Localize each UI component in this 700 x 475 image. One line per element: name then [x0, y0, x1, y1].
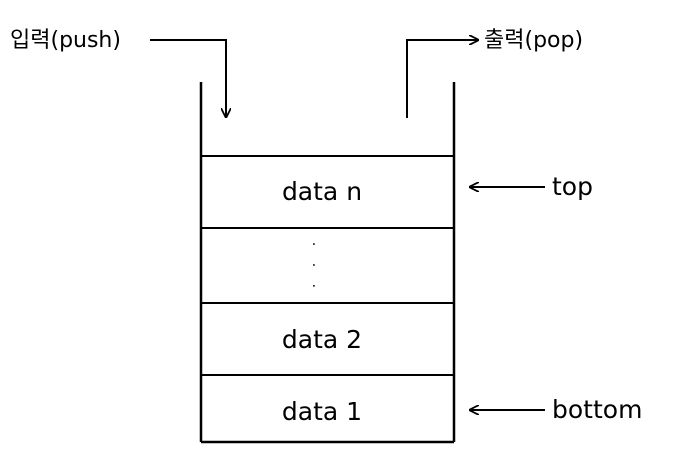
push-label: 입력(push) [10, 28, 121, 53]
top-pointer-label: top [552, 172, 593, 201]
bottom-pointer-label: bottom [552, 395, 642, 424]
stack-cell-ellipsis: · · · [305, 242, 321, 294]
pop-label: 출력(pop) [484, 28, 583, 53]
stack-cell-data-2: data 2 [282, 325, 362, 354]
pop-arrow [406, 40, 478, 118]
stack-dividers [201, 155, 454, 376]
stack-container [199, 82, 456, 444]
ellipsis-text: · · · [305, 242, 321, 294]
stack-cell-data-1: data 1 [282, 397, 362, 426]
push-arrow [150, 39, 226, 117]
stack-cell-data-n: data n [282, 177, 362, 206]
